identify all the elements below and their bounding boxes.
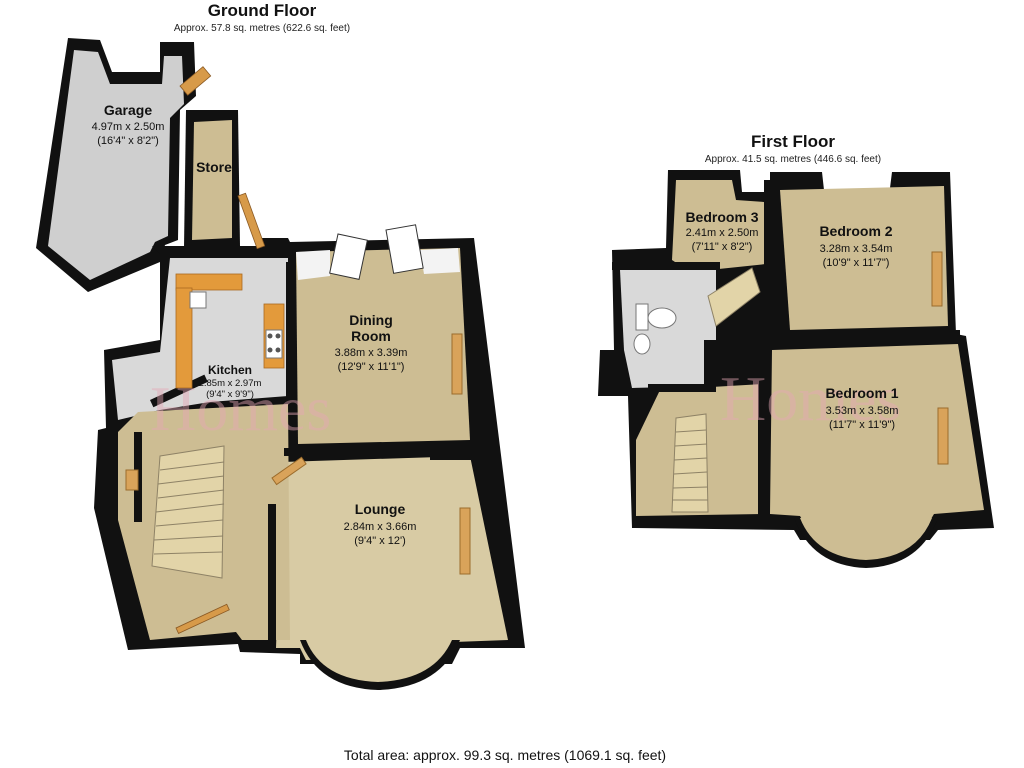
- svg-text:(12'9" x 11'1"): (12'9" x 11'1"): [338, 361, 405, 373]
- ground-staircase-icon: [151, 445, 225, 579]
- svg-text:4.97m x 2.50m: 4.97m x 2.50m: [92, 121, 165, 133]
- front-door-icon: [175, 603, 230, 634]
- garage-door-icon: [179, 66, 212, 96]
- ground-floor-area: Approx. 57.8 sq. metres (622.6 sq. feet): [174, 23, 350, 34]
- svg-text:Dining: Dining: [349, 312, 393, 328]
- dining-room-label: Dining Room 3.88m x 3.39m (12'9" x 11'1"…: [335, 312, 408, 373]
- svg-text:Store: Store: [196, 159, 232, 175]
- svg-text:Kitchen: Kitchen: [208, 363, 252, 377]
- hall-cupboard-icon: [125, 469, 139, 491]
- first-staircase-icon: [671, 413, 709, 513]
- store-label: Store: [196, 159, 232, 175]
- svg-text:(16'4" x 8'2"): (16'4" x 8'2"): [97, 135, 159, 147]
- lounge-label: Lounge 2.84m x 3.66m (9'4" x 12'): [344, 501, 417, 547]
- first-floor-title: First Floor: [751, 132, 835, 151]
- lounge-radiator-icon: [459, 507, 471, 575]
- hob-icon: [265, 329, 283, 359]
- svg-text:(7'11" x 8'2"): (7'11" x 8'2"): [692, 241, 753, 253]
- ground-floor: Ground Floor Approx. 57.8 sq. metres (62…: [36, 1, 525, 690]
- bedroom2-label: Bedroom 2 3.28m x 3.54m (10'9" x 11'7"): [819, 223, 892, 269]
- total-area: Total area: approx. 99.3 sq. metres (106…: [344, 747, 666, 763]
- sink-icon: [189, 291, 207, 309]
- dining-window-icon: [385, 224, 424, 274]
- bedroom1-radiator-icon: [937, 407, 949, 465]
- svg-text:(9'4" x 12'): (9'4" x 12'): [354, 535, 406, 547]
- bedroom3-label: Bedroom 3 2.41m x 2.50m (7'11" x 8'2"): [685, 209, 758, 253]
- dining-radiator-icon: [451, 333, 463, 395]
- kitchen-fittings: [175, 273, 285, 389]
- svg-text:3.53m x 3.58m: 3.53m x 3.58m: [826, 405, 899, 417]
- landing-door-icon: [707, 267, 761, 327]
- dining-window-icon: [329, 233, 368, 280]
- svg-text:Lounge: Lounge: [355, 501, 406, 517]
- svg-text:Bedroom 3: Bedroom 3: [685, 209, 758, 225]
- ground-floor-title: Ground Floor: [208, 1, 317, 20]
- svg-text:Garage: Garage: [104, 102, 152, 118]
- garage-label: Garage 4.97m x 2.50m (16'4" x 8'2"): [92, 102, 165, 147]
- first-floor-area: Approx. 41.5 sq. metres (446.6 sq. feet): [705, 154, 881, 165]
- svg-text:Bedroom 2: Bedroom 2: [819, 223, 892, 239]
- bedroom2-radiator-icon: [931, 251, 943, 307]
- svg-text:2.41m x 2.50m: 2.41m x 2.50m: [686, 227, 759, 239]
- watermark-ground: Homes: [150, 373, 331, 444]
- bedroom1-label: Bedroom 1 3.53m x 3.58m (11'7" x 11'9"): [825, 385, 898, 431]
- svg-text:3.88m x 3.39m: 3.88m x 3.39m: [335, 347, 408, 359]
- svg-text:Room: Room: [351, 328, 391, 344]
- basin-icon: [633, 333, 651, 355]
- first-floor: First Floor Approx. 41.5 sq. metres (446…: [598, 132, 994, 568]
- svg-text:2.84m x 3.66m: 2.84m x 3.66m: [344, 521, 417, 533]
- kitchen-label: Kitchen 2.85m x 2.97m (9'4" x 9'9"): [199, 363, 262, 400]
- store-door-icon: [237, 192, 266, 250]
- svg-text:(11'7" x 11'9"): (11'7" x 11'9"): [829, 419, 895, 431]
- svg-text:2.85m x 2.97m: 2.85m x 2.97m: [199, 378, 262, 389]
- svg-text:Bedroom 1: Bedroom 1: [825, 385, 898, 401]
- hall-radiator-icon: [271, 456, 307, 486]
- svg-text:(10'9" x 11'7"): (10'9" x 11'7"): [823, 257, 890, 269]
- watermark-first: Homes: [720, 363, 901, 434]
- toilet-icon: [635, 303, 677, 331]
- svg-text:(9'4" x 9'9"): (9'4" x 9'9"): [206, 389, 254, 400]
- svg-text:3.28m x 3.54m: 3.28m x 3.54m: [820, 243, 893, 255]
